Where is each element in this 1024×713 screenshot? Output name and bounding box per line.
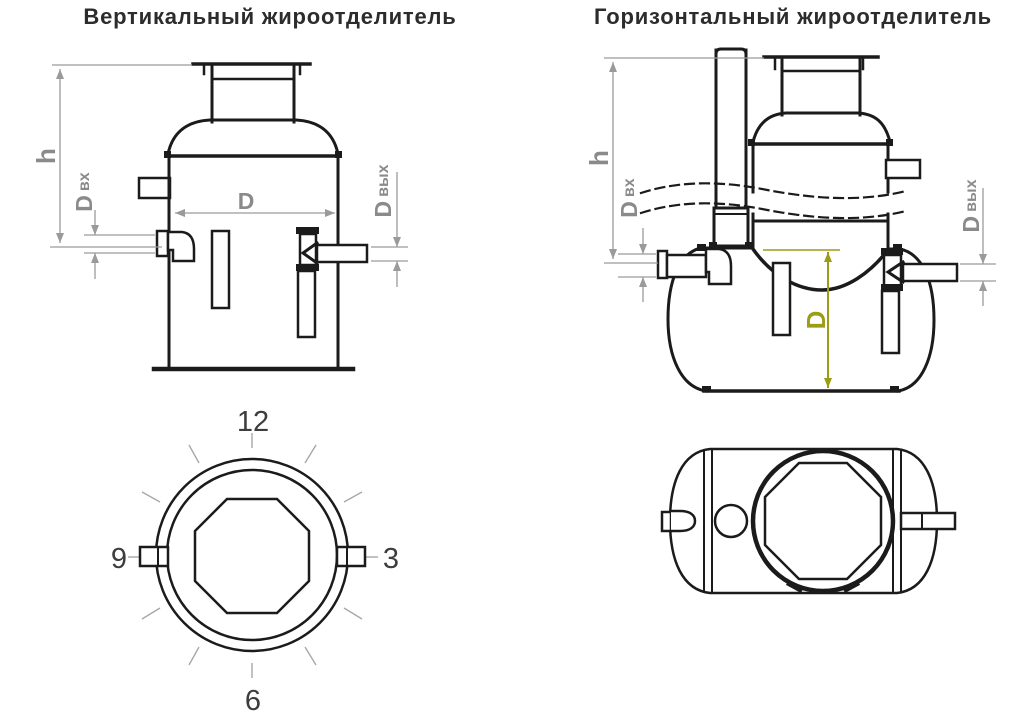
- clock-tick: [188, 444, 200, 464]
- outlet-stub-top-view: [335, 545, 367, 568]
- clock-number-9: 9: [111, 543, 127, 575]
- corner-mark: [890, 386, 899, 392]
- dimension-h: h: [31, 64, 192, 248]
- outlet-pipe-cap: [296, 227, 319, 234]
- dimension-label-d: D: [238, 188, 255, 214]
- outlet-elbow-arrow: [885, 259, 906, 285]
- clock-tick: [343, 607, 363, 620]
- clock-leader-lines: [128, 433, 378, 678]
- inlet-elbow: [704, 247, 733, 286]
- outlet-pipe-lower: [880, 289, 901, 355]
- inlet-stub-top-view: [138, 545, 170, 568]
- vertical-separator-top-view: 12 6 9 3: [111, 406, 399, 713]
- inlet-flange: [155, 229, 170, 258]
- break-wave-line: [639, 182, 908, 200]
- dimension-label-h: h: [31, 148, 61, 164]
- break-wave-line: [639, 202, 908, 220]
- horizontal-separator-title: Горизонтальный жироотделитель: [594, 4, 992, 29]
- outlet-pipe-lower: [296, 269, 317, 339]
- riser-joint-mark: [745, 242, 753, 249]
- outlet-pipe-upper: [882, 253, 903, 289]
- vertical-separator-title: Вертикальный жироотделитель: [83, 4, 457, 29]
- horizontal-separator-top-view: [660, 447, 957, 595]
- vertical-separator-side-view: h Dвх D Dвых: [31, 62, 408, 372]
- manhole-ring: [750, 448, 896, 594]
- internal-baffle: [210, 229, 231, 310]
- inlet-stub-upper: [137, 176, 172, 200]
- clock-number-6: 6: [245, 685, 261, 713]
- dimension-d-body: D: [763, 249, 840, 388]
- outlet-pipe-cap: [881, 248, 903, 255]
- dimension-d-outlet: Dвых: [370, 164, 408, 287]
- vent-opening: [713, 503, 749, 539]
- outlet-elbow-arrow: [300, 240, 320, 266]
- inlet-stub-top-view: [660, 510, 673, 533]
- tank-stadium-outline: [668, 447, 939, 595]
- clock-tick: [343, 491, 363, 503]
- dome-shoulder: [166, 118, 340, 156]
- dimension-label-d-outlet: Dвых: [370, 164, 396, 217]
- dimension-d-outlet: Dвых: [958, 179, 996, 306]
- horizontal-separator-side-view: D h Dвх Dвых: [584, 47, 996, 393]
- dimension-d-inlet: Dвх: [616, 178, 656, 302]
- outlet-external-pipe: [315, 243, 369, 264]
- corner-mark: [893, 244, 902, 251]
- tank-outer-circle: [154, 457, 350, 653]
- manhole-clamp-mark: [842, 580, 861, 594]
- manhole-clamp-mark: [785, 580, 804, 594]
- clock-tick: [141, 607, 161, 620]
- clock-ticks: [141, 444, 363, 666]
- clock-number-12: 12: [237, 406, 269, 438]
- outlet-external-pipe: [901, 262, 959, 283]
- corner-mark: [702, 386, 711, 392]
- outlet-pipe-joint: [881, 284, 903, 291]
- clock-tick: [141, 491, 161, 503]
- outlet-stub-top-view: [899, 511, 957, 531]
- riser-joint-mark: [709, 242, 717, 249]
- manhole-octagon: [193, 497, 311, 615]
- inlet-pipe: [665, 253, 708, 279]
- dimension-label-d-inlet: Dвх: [616, 178, 642, 217]
- riser-pipe-top: [714, 47, 748, 56]
- dimension-d-body: D: [175, 188, 335, 217]
- dimension-label-d: D: [801, 311, 831, 330]
- clock-tick: [188, 646, 200, 666]
- clock-tick: [304, 444, 317, 464]
- outlet-pipe-joint: [296, 264, 319, 271]
- corner-mark: [697, 244, 706, 251]
- tank-end-cap-right: [896, 247, 936, 393]
- manhole-octagon: [763, 461, 883, 581]
- clock-tick: [304, 646, 317, 666]
- inlet-elbow: [166, 230, 196, 263]
- tank-top-dip-curve: [750, 246, 891, 292]
- tank-inner-circle: [165, 468, 339, 642]
- neck-side-stub: [884, 158, 922, 180]
- dimension-label-d-outlet: Dвых: [958, 179, 984, 232]
- inlet-flange: [656, 249, 669, 280]
- dome-shoulder: [751, 111, 892, 144]
- dimension-label-h: h: [584, 150, 614, 166]
- dimension-h: h: [584, 57, 764, 264]
- inlet-stub-cap: [671, 509, 697, 533]
- dimension-d-inlet: Dвх: [71, 172, 155, 279]
- internal-baffle: [771, 261, 792, 337]
- dimension-label-d-inlet: Dвх: [71, 172, 97, 211]
- clock-number-3: 3: [383, 543, 399, 575]
